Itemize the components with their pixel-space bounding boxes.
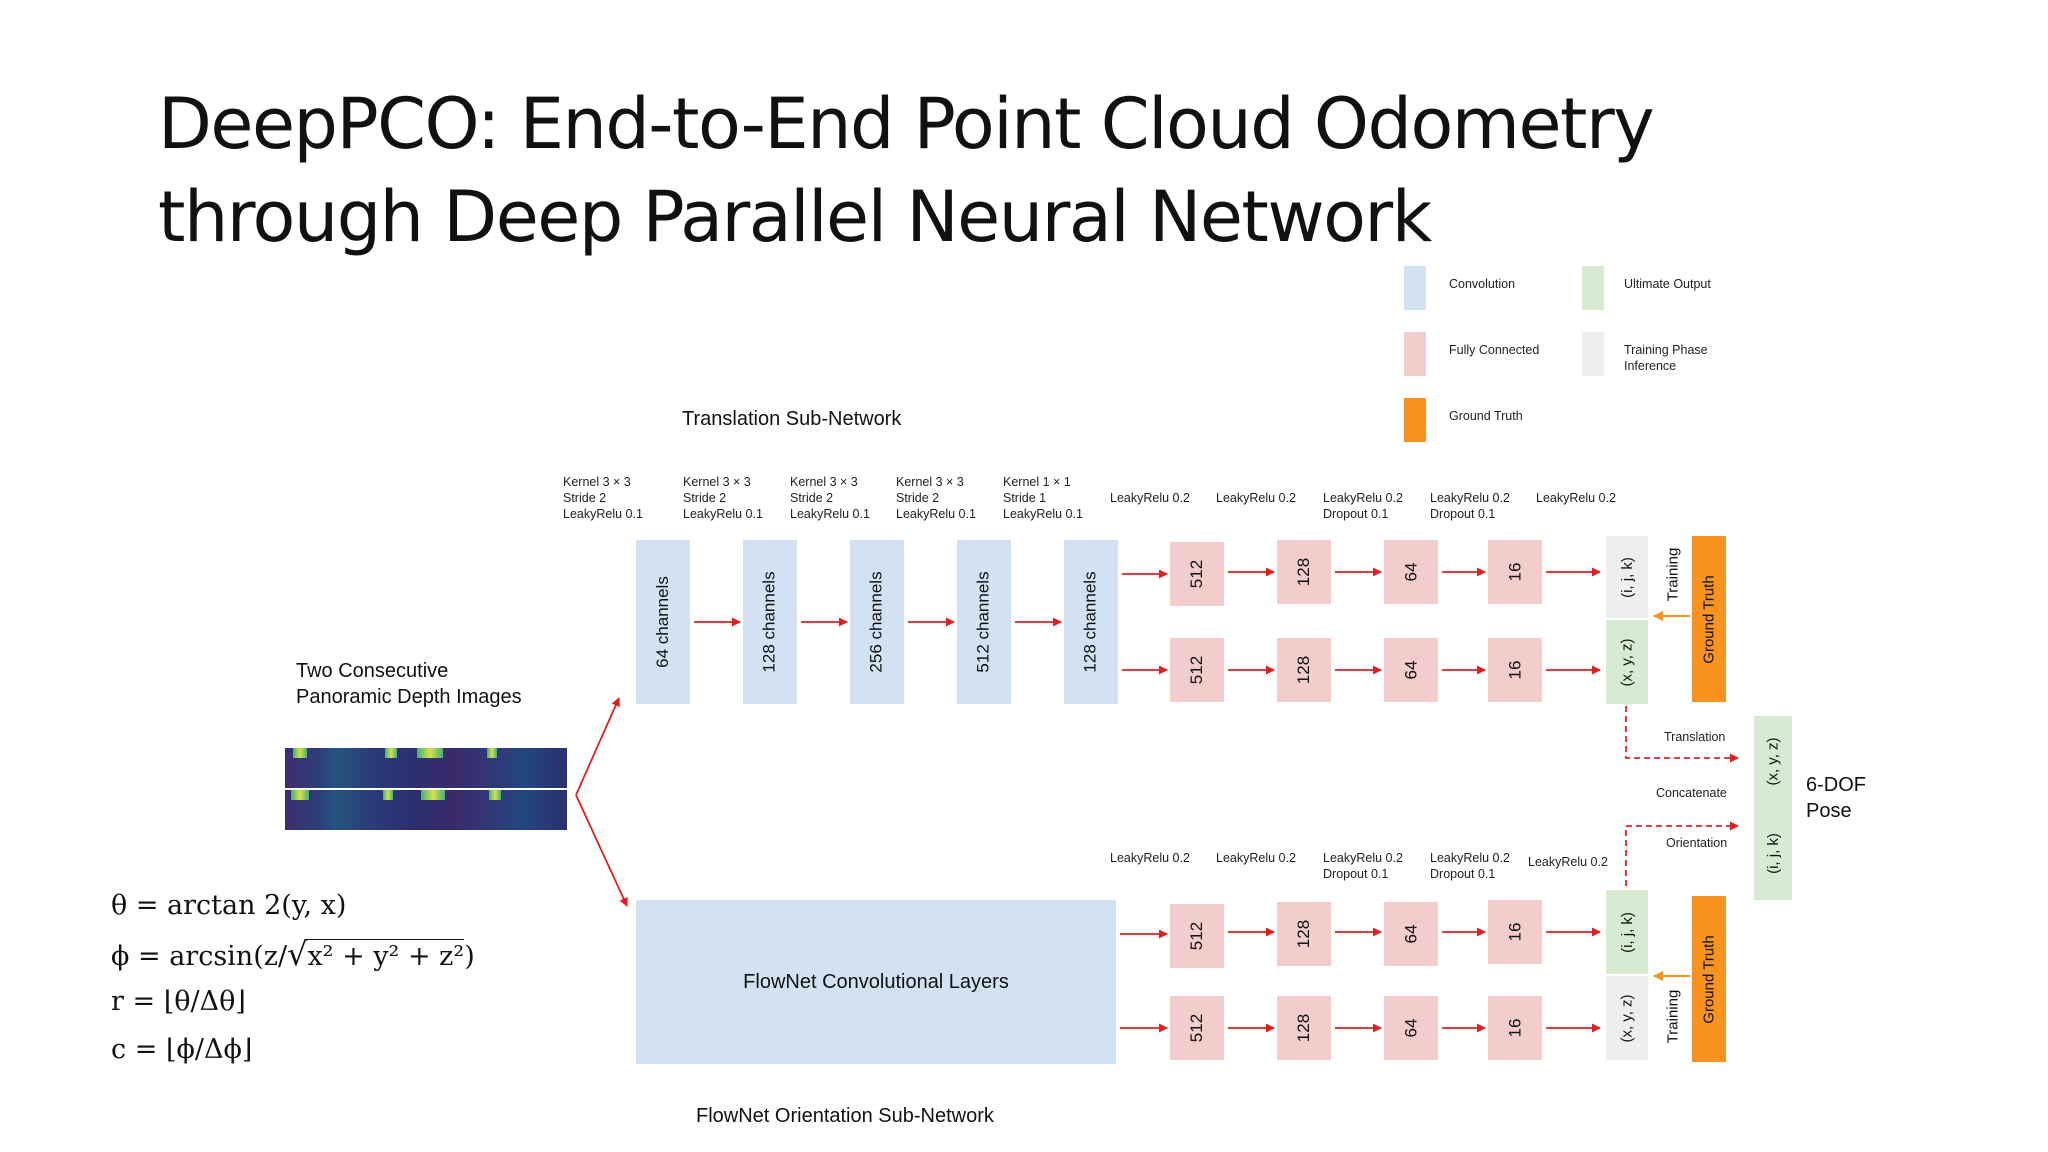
legend-ultimate-output-swatch [1582,266,1604,310]
translation-ground-truth: Ground Truth [1692,536,1726,702]
orientation-fc-bottom-2: 128 [1277,996,1331,1060]
conv-layer-4: 512 channels [957,540,1011,704]
combine-concatenate-label: Concatenate [1656,786,1727,800]
combine-orientation-label: Orientation [1666,836,1728,850]
orientation-output-bottom: (x, y, z) [1606,976,1648,1060]
translation-fc-bottom-4: 16 [1488,638,1542,702]
legend-ultimate-output-label: Ultimate Output [1624,277,1711,291]
combine-translation-label: Translation [1664,730,1726,744]
fc-params-1: LeakyRelu 0.2 [1110,491,1190,505]
translation-fc-bottom-3: 64 [1384,638,1438,702]
orientation-fc-params-5: LeakyRelu 0.2 [1528,855,1608,869]
equation-c: c = ⌊ϕ/Δϕ⌋ [111,1034,253,1065]
legend-convolution-swatch [1404,266,1426,310]
orientation-fc-params-1: LeakyRelu 0.2 [1110,851,1190,865]
equation-r: r = ⌊θ/Δθ⌋ [111,986,246,1017]
orientation-ground-truth: Ground Truth [1692,896,1726,1062]
equation-theta: θ = arctan 2(y, x) [111,890,347,921]
orientation-fc-bottom-4: 16 [1488,996,1542,1060]
equation-phi: ϕ = arcsin(z/√x² + y² + z²) [111,935,475,973]
legend-ground-truth-label: Ground Truth [1449,409,1523,423]
slide-title: DeepPCO: End-to-End Point Cloud Odometry… [158,78,1655,264]
orientation-subnetwork-title: FlowNet Orientation Sub-Network [696,1105,994,1127]
dashed-orientation-to-pose [1625,821,1739,886]
legend-convolution-label: Convolution [1449,277,1516,291]
legend-ground-truth-swatch [1404,398,1426,442]
translation-fc-bottom-1: 512 [1170,638,1224,702]
flownet-conv-layers: FlowNet Convolutional Layers [636,900,1116,1064]
orientation-fc-bottom-3: 64 [1384,996,1438,1060]
depth-image-1 [285,748,567,788]
conv-layer-3: 256 channels [850,540,904,704]
pose-output-top: (x, y, z) [1754,716,1792,806]
legend-fully-connected-swatch [1404,332,1426,376]
conv-layer-5: 128 channels [1064,540,1118,704]
orientation-fc-top-4: 16 [1488,900,1542,964]
orientation-fc-top-2: 128 [1277,902,1331,966]
translation-fc-top-4: 16 [1488,540,1542,604]
orientation-fc-top-3: 64 [1384,902,1438,966]
translation-fc-bottom-2: 128 [1277,638,1331,702]
input-caption: Two Consecutive Panoramic Depth Images [296,660,522,708]
legend-training-phase-swatch [1582,332,1604,376]
fc-params-2: LeakyRelu 0.2 [1216,491,1296,505]
translation-output-bottom: (x, y, z) [1606,620,1648,704]
orientation-output-top: (i, j, k) [1606,890,1648,974]
pose-label: 6-DOF Pose [1806,774,1866,822]
translation-output-top: (i, j, k) [1606,536,1648,618]
orientation-fc-top-1: 512 [1170,904,1224,968]
orientation-fc-params-2: LeakyRelu 0.2 [1216,851,1296,865]
translation-subnetwork-title: Translation Sub-Network [682,408,902,430]
conv-layer-2: 128 channels [743,540,797,704]
translation-fc-top-3: 64 [1384,540,1438,604]
depth-image-2 [285,790,567,830]
fc-params-5: LeakyRelu 0.2 [1536,491,1616,505]
arrow-input-to-orientation [575,794,628,907]
orientation-fc-bottom-1: 512 [1170,996,1224,1060]
translation-fc-top-1: 512 [1170,542,1224,606]
legend-fully-connected-label: Fully Connected [1449,343,1540,357]
slide-title-line-2: through Deep Parallel Neural Network [158,176,1432,258]
legend-training-phase-label: Training Phase Inference [1624,343,1708,373]
slide-title-line-1: DeepPCO: End-to-End Point Cloud Odometry [158,83,1655,165]
conv-layer-1: 64 channels [636,540,690,704]
pose-output-bottom: (i, j, k) [1754,806,1792,900]
arrow-input-to-translation [575,697,620,796]
translation-fc-top-2: 128 [1277,540,1331,604]
dashed-translation-to-pose [1625,706,1739,763]
